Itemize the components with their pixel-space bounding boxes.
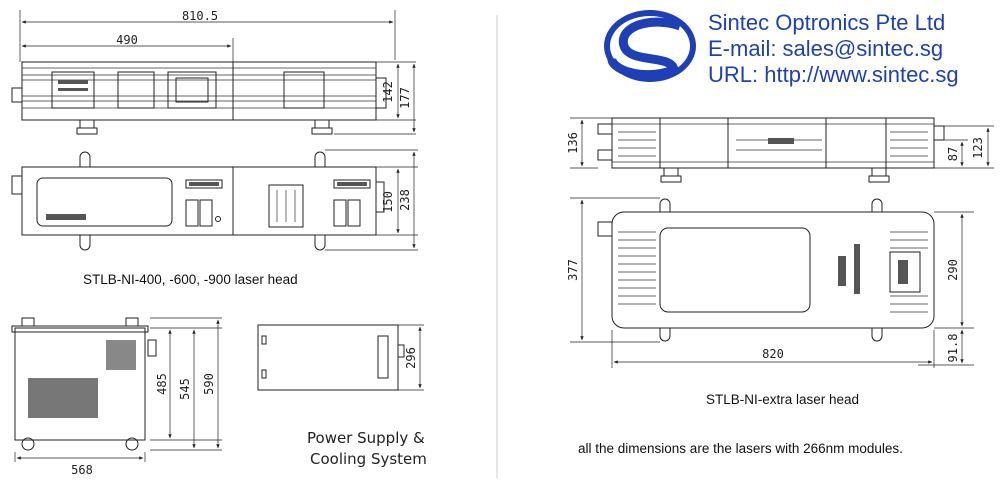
dim-rail-length: 490 bbox=[116, 33, 138, 47]
dim-psu-width: 568 bbox=[71, 463, 93, 477]
left-head-caption: STLB-NI-400, -600, -900 laser head bbox=[83, 272, 298, 287]
dim-right-length: 820 bbox=[762, 347, 784, 361]
dim-right-top-h: 377 bbox=[566, 259, 580, 281]
right-head-top-view: 377 290 91.8 820 bbox=[566, 197, 974, 368]
left-head-top-view: 150 238 bbox=[11, 149, 418, 251]
dim-overall-length: 810.5 bbox=[182, 9, 218, 23]
dim-psu-h1: 485 bbox=[155, 373, 169, 395]
left-head-side-view: 810.5 490 142 177 bbox=[11, 9, 416, 135]
sintec-logo-icon bbox=[604, 10, 696, 82]
dim-right-offset: 91.8 bbox=[946, 334, 960, 363]
psu-caption-line1: Power Supply & bbox=[307, 429, 425, 447]
dim-top-h1: 150 bbox=[381, 191, 395, 213]
company-email: E-mail: sales@sintec.sg bbox=[708, 36, 944, 61]
dim-side-h2: 177 bbox=[398, 87, 412, 109]
dimensions-note: all the dimensions are the lasers with 2… bbox=[578, 441, 903, 456]
right-head-side-view: 136 87 123 bbox=[566, 117, 994, 183]
psu-front-view: 568 485 545 590 bbox=[11, 317, 222, 477]
dim-side-h1: 142 bbox=[381, 81, 395, 103]
dim-right-side-h1: 87 bbox=[946, 147, 960, 161]
psu-caption-line2: Cooling System bbox=[310, 450, 427, 468]
dim-psu-h2: 545 bbox=[178, 378, 192, 400]
dim-right-side-h2: 123 bbox=[971, 137, 985, 159]
dim-right-top-h2: 290 bbox=[946, 259, 960, 281]
company-name: Sintec Optronics Pte Ltd bbox=[708, 10, 946, 35]
psu-top-view: 296 bbox=[257, 324, 424, 391]
right-head-caption: STLB-NI-extra laser head bbox=[706, 392, 860, 407]
dim-top-h2: 238 bbox=[398, 189, 412, 211]
dim-psu-h3: 590 bbox=[202, 373, 216, 395]
company-url: URL: http://www.sintec.sg bbox=[708, 62, 959, 87]
dim-right-side-h-left: 136 bbox=[566, 132, 580, 154]
dim-psu-top-depth: 296 bbox=[404, 347, 418, 369]
